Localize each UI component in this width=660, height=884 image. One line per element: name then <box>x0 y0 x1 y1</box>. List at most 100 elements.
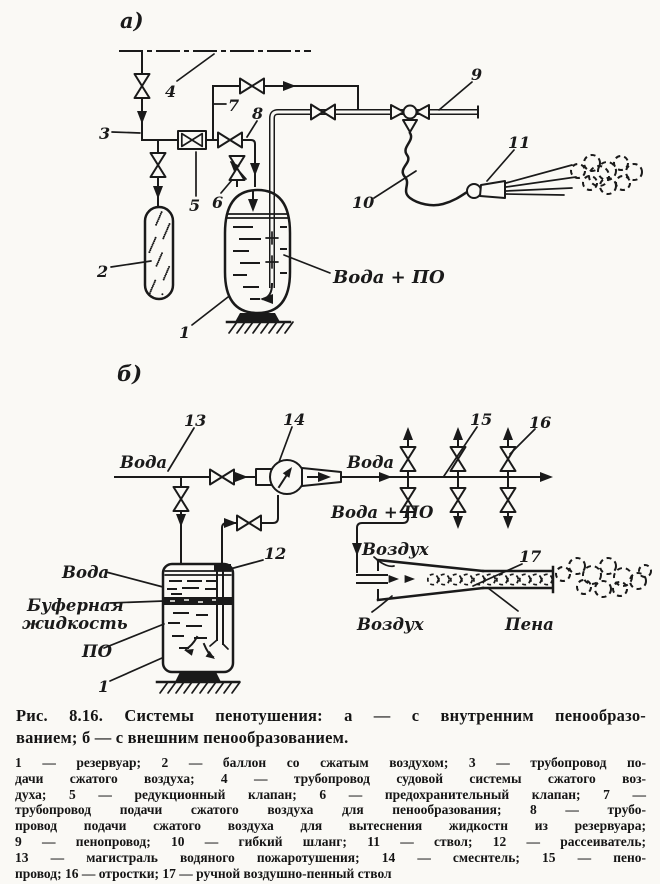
leader-lines-a <box>110 53 515 326</box>
label-9: 9 <box>471 65 482 84</box>
label-pena: Пена <box>504 615 554 634</box>
legend-line: духа; 5 — редукционный клапан; 6 — предо… <box>15 786 646 802</box>
label-8: 8 <box>251 104 263 123</box>
po-layer-dashes <box>168 612 208 649</box>
diagram-b: б) 13 14 Вода Вода 15 16 Вода + ПО Возду… <box>22 361 652 696</box>
label-1-b: 1 <box>98 677 109 696</box>
mixer-body <box>269 459 305 495</box>
tank-liquid-dashes <box>233 226 287 300</box>
label-4: 4 <box>165 82 176 101</box>
label-11: 11 <box>508 133 530 152</box>
label-po: ПО <box>81 642 113 661</box>
balloon-stipple <box>148 210 171 296</box>
label-16: 16 <box>529 413 551 432</box>
legend-line: дачи сжатого воздуха; 4 — трубопровод су… <box>15 770 646 786</box>
arrow-down-line8 <box>250 163 260 176</box>
arrow-down-line3 <box>137 111 147 124</box>
funnel-top <box>376 558 485 573</box>
valve-b3-down <box>499 487 517 513</box>
valve-po-suction <box>236 514 262 532</box>
valve-water-main <box>209 468 235 486</box>
label-2: 2 <box>96 262 108 281</box>
arrow-b3-down <box>503 516 513 529</box>
label-5: 5 <box>189 196 200 215</box>
pipe-foot-flare <box>209 639 229 650</box>
legend-line: 9 — пенопровод; 10 — гибкий шланг; 11 — … <box>15 833 646 849</box>
label-water-po-a: Вода + ПО <box>332 267 445 288</box>
arrow-b1-up <box>403 427 413 440</box>
foam-cloud-b <box>555 557 652 598</box>
label-voda-tank: Вода <box>61 563 109 582</box>
legend-line: трубопровод подачи сжатого воздуха для п… <box>15 802 646 818</box>
legend-line: провод; 16 — отростки; 17 — ручной возду… <box>15 865 392 881</box>
label-17: 17 <box>519 547 541 566</box>
label-vozduh-bottom: Воздух <box>356 615 424 634</box>
valve-b2-up <box>449 446 467 472</box>
valve-balloon <box>149 152 167 178</box>
caption-line-2: ванием; б — с внешним пенообразованием. <box>16 728 349 747</box>
tee-left-cone <box>390 104 405 120</box>
label-3: 3 <box>99 124 110 143</box>
arrow-b2-down <box>453 516 463 529</box>
tank-b-internal-pipe <box>216 563 224 645</box>
funnel-arrow-1 <box>388 575 399 583</box>
hook-arrow <box>260 294 273 304</box>
arrow-b2-up <box>453 427 463 440</box>
label-12: 12 <box>264 544 286 563</box>
nozzle-feed-pipe <box>356 433 409 573</box>
valve-tank-fill <box>172 486 190 512</box>
leader-lines-b <box>103 426 536 682</box>
tank-b-support <box>175 672 221 682</box>
arrow-after-valve <box>235 472 248 482</box>
arrow-down-balloon <box>153 186 163 199</box>
foam-cloud-a <box>570 154 643 195</box>
reservoir-tank <box>223 188 292 315</box>
diagram-a: а) 4 3 7 8 5 6 2 1 9 10 11 Вода + ПО <box>96 8 643 342</box>
pipe-cross-marks <box>265 231 279 269</box>
tee-hub <box>402 104 418 120</box>
nozzle-feed-double <box>356 574 388 584</box>
label-voda-main: Вода <box>119 453 167 472</box>
label-15: 15 <box>470 410 492 429</box>
arrow-main-end <box>540 472 553 482</box>
funnel-bottom <box>376 586 485 602</box>
valve-b2-down <box>449 487 467 513</box>
air-curve-bottom <box>371 595 393 613</box>
foam-swirl <box>426 573 554 586</box>
label-buffer-2: жидкость <box>22 614 128 633</box>
figure-caption: Рис. 8.16. Системы пенотушения: а — с вн… <box>16 705 646 749</box>
arrow-right-line7 <box>283 81 296 91</box>
buffer-speckles <box>170 599 217 603</box>
caption-line-1: Рис. 8.16. Системы пенотушения: а — с вн… <box>16 706 646 725</box>
valve-b1-up <box>399 446 417 472</box>
foam-pipe-9-inner <box>270 110 478 288</box>
tank-rim-lines <box>226 213 289 219</box>
arrow-tank-fill <box>176 514 186 527</box>
valve-line8 <box>217 131 243 149</box>
label-7: 7 <box>228 96 239 115</box>
water-layer-dashes <box>167 580 218 595</box>
label-buffer-1: Буферная <box>26 596 124 615</box>
label-6: 6 <box>212 193 223 212</box>
arrow-main-mid <box>379 472 392 482</box>
arrow-suction <box>224 518 237 528</box>
funnel-arrow-2 <box>404 575 415 583</box>
label-13: 13 <box>184 411 206 430</box>
dome-air-arrow <box>248 199 258 212</box>
buffer-liquid-band <box>164 597 232 605</box>
air-curve-top <box>373 556 395 568</box>
panel-label-a: а) <box>120 8 144 33</box>
valve-foam-pipe <box>310 103 336 121</box>
ground-hatching-a <box>228 321 294 334</box>
label-1-a: 1 <box>179 323 190 342</box>
figure-legend: 1 — резервуар; 2 — баллон со сжатым возд… <box>15 755 646 881</box>
ground-hatching-b <box>159 681 241 694</box>
arrow-nozzle-feed <box>352 543 362 556</box>
tee-right-cone <box>415 104 430 120</box>
label-voda-po-b: Вода + ПО <box>330 503 434 522</box>
tank-b-rim <box>164 570 232 576</box>
label-10: 10 <box>352 193 374 212</box>
legend-line: 13 — магистраль водяного пожаротушения; … <box>15 849 646 865</box>
label-vozduh-top: Воздух <box>361 540 429 559</box>
